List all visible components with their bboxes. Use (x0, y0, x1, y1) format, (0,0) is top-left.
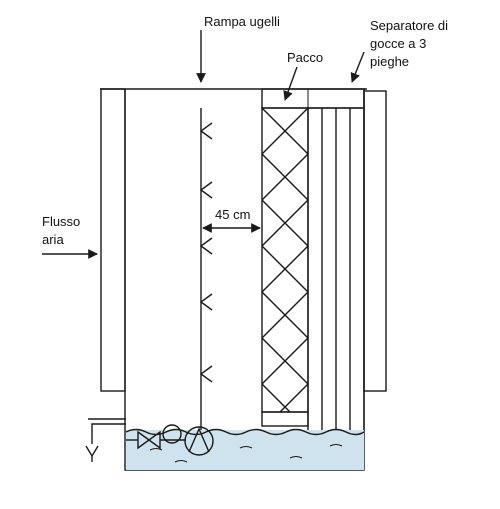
pack-hatch-line (262, 337, 308, 385)
separator-label-line3: pieghe (370, 54, 409, 69)
valve-icon (137, 430, 161, 450)
pack-arrow (283, 66, 298, 101)
flow-meter-icon (162, 424, 182, 444)
pack-hatch-line (262, 291, 308, 339)
separator-arrow (350, 51, 365, 83)
left-inlet-panel (100, 88, 126, 392)
pack-hatch-line (262, 108, 308, 155)
pack-top-band (261, 88, 365, 109)
pack-hatch-line (262, 108, 263, 109)
pack-hatch-line (262, 245, 308, 293)
pack-hatch-line (262, 199, 308, 247)
airflow-label-line2: aria (42, 232, 64, 247)
pack-label: Pacco (287, 50, 323, 65)
chamber-outline (124, 89, 365, 471)
nozzle-ramp (199, 108, 213, 430)
pack-hatch-line (262, 153, 308, 201)
distance-label: 45 cm (215, 207, 250, 222)
airflow-label-line1: Flusso (42, 214, 80, 229)
pump-assembly (85, 418, 214, 462)
separator-label-line2: gocce a 3 (370, 36, 426, 51)
pack-hatch-line (279, 383, 308, 412)
separator-label-line1: Separatore di (370, 18, 448, 33)
droplet-separator (307, 107, 365, 433)
pack-hatch-line (307, 108, 308, 109)
nozzle-ramp-label: Rampa ugelli (204, 14, 280, 29)
right-outlet-panel (363, 90, 387, 392)
pack-media (261, 107, 309, 427)
pump-icon (184, 426, 214, 456)
water-basin (125, 428, 365, 470)
